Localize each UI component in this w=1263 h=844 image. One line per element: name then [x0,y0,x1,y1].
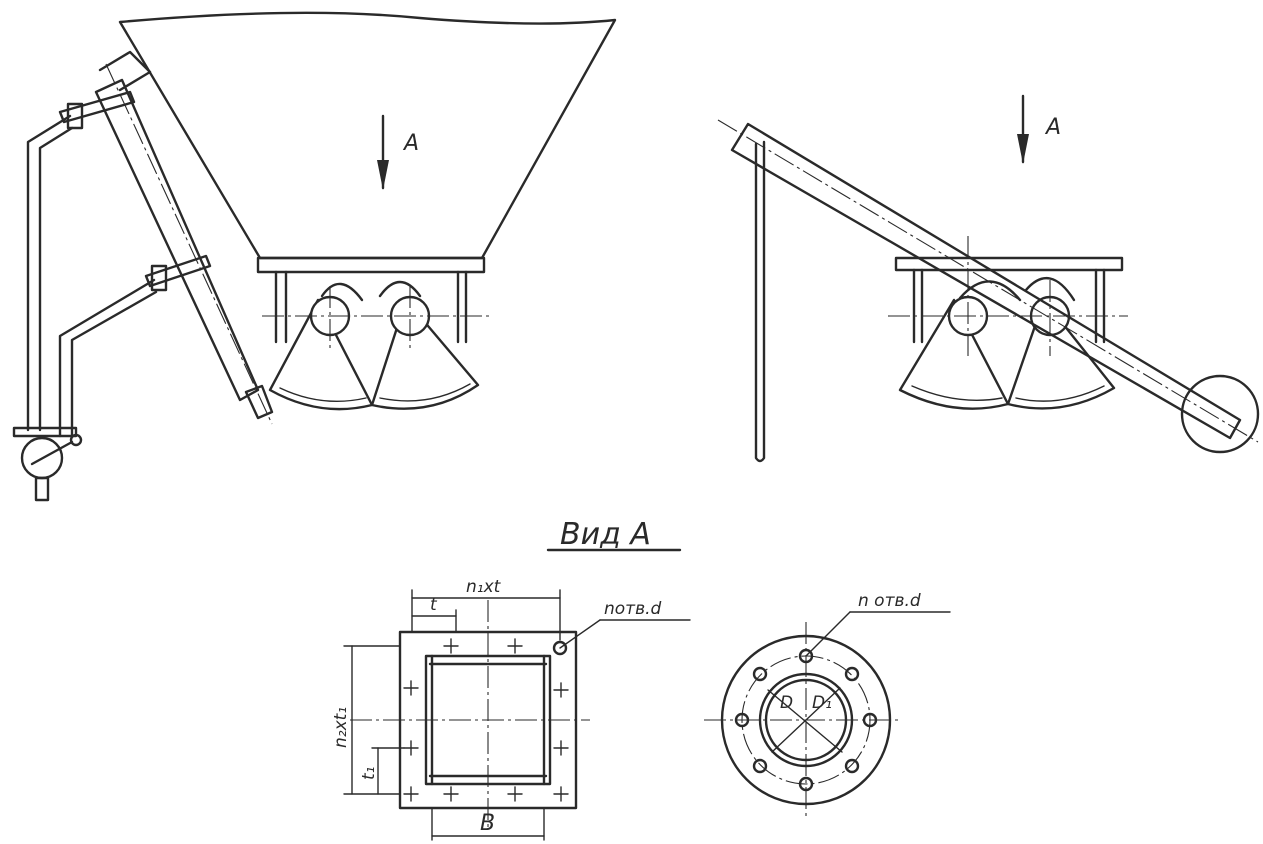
gate-assembly-lever-view: А [717,94,1260,463]
actuator-cylinder [94,78,260,402]
view-arrow-right [1017,134,1029,164]
dim-n2xt1: n₂xt₁ [331,707,351,748]
dim-d-inner: D [780,693,793,713]
hopper-bottom-flange [256,256,486,274]
round-flange-view: D D₁ n отв.d [704,591,951,818]
round-hole-note: n отв.d [858,591,921,611]
hopper-body [118,11,617,260]
rect-flange-view: n₁xt t n₂xt₁ t₁ B nотв.d [331,577,691,841]
rect-flange-hole [552,640,568,656]
sector-gate-right [370,298,480,410]
support-pipe [26,114,72,432]
dim-t: t [430,595,438,615]
sector-gate-left [268,298,374,411]
counterweight [1180,374,1260,454]
dim-d1-outer: D₁ [812,693,832,713]
view-arrow-left [377,160,389,190]
hanging-rod [754,140,766,463]
arrow-label-right: А [1044,115,1061,140]
dim-t1: t₁ [359,767,379,780]
rect-hole-note: nотв.d [604,599,662,619]
view-title: Вид А [560,517,651,552]
dim-b: B [480,811,495,836]
hopper-assembly-side-view: А [12,11,617,502]
arrow-label-left: А [402,131,419,156]
gate-lever [730,122,1242,440]
dim-n1xt: n₁xt [466,577,502,597]
round-flange-hole [798,648,814,664]
